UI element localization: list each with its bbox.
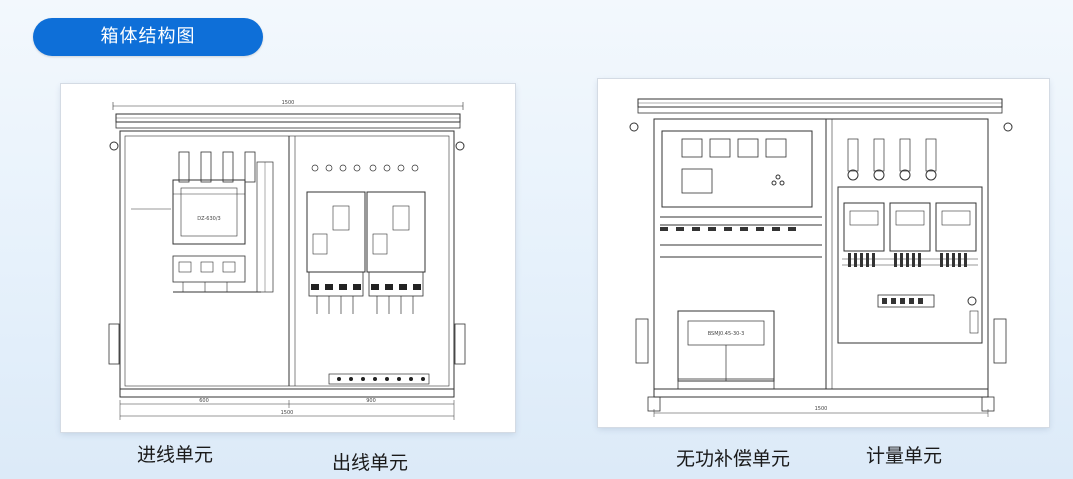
box-structure-drawing-left: 1500 600 900 1500 DZ-630/3 [108,100,466,420]
caption-incoming-unit: 进线单元 [137,444,214,466]
capacitor-label: BSMJ0.45-30-3 [708,331,745,337]
caption-compensation-unit: 无功补偿单元 [676,448,791,470]
box-structure-drawing-right: 1500 BSMJ0.45-30-3 [629,98,1013,417]
compensation-metering-drawing: 1500 BSMJ0.45-30-3 [598,79,1049,427]
section-title: 箱体结构图 [33,18,263,56]
dim-right-bottom: 900 [366,398,376,404]
dim-total-bottom-right: 1500 [815,406,828,412]
caption-outgoing-unit: 出线单元 [332,452,409,474]
incoming-outgoing-drawing: 1500 600 900 1500 DZ-630/3 [61,84,515,432]
dim-total-bottom: 1500 [281,410,294,416]
dim-top: 1500 [282,100,295,106]
dim-left-bottom: 600 [199,398,209,404]
caption-metering-unit: 计量单元 [866,445,943,467]
breaker-label: DZ-630/3 [197,216,220,222]
